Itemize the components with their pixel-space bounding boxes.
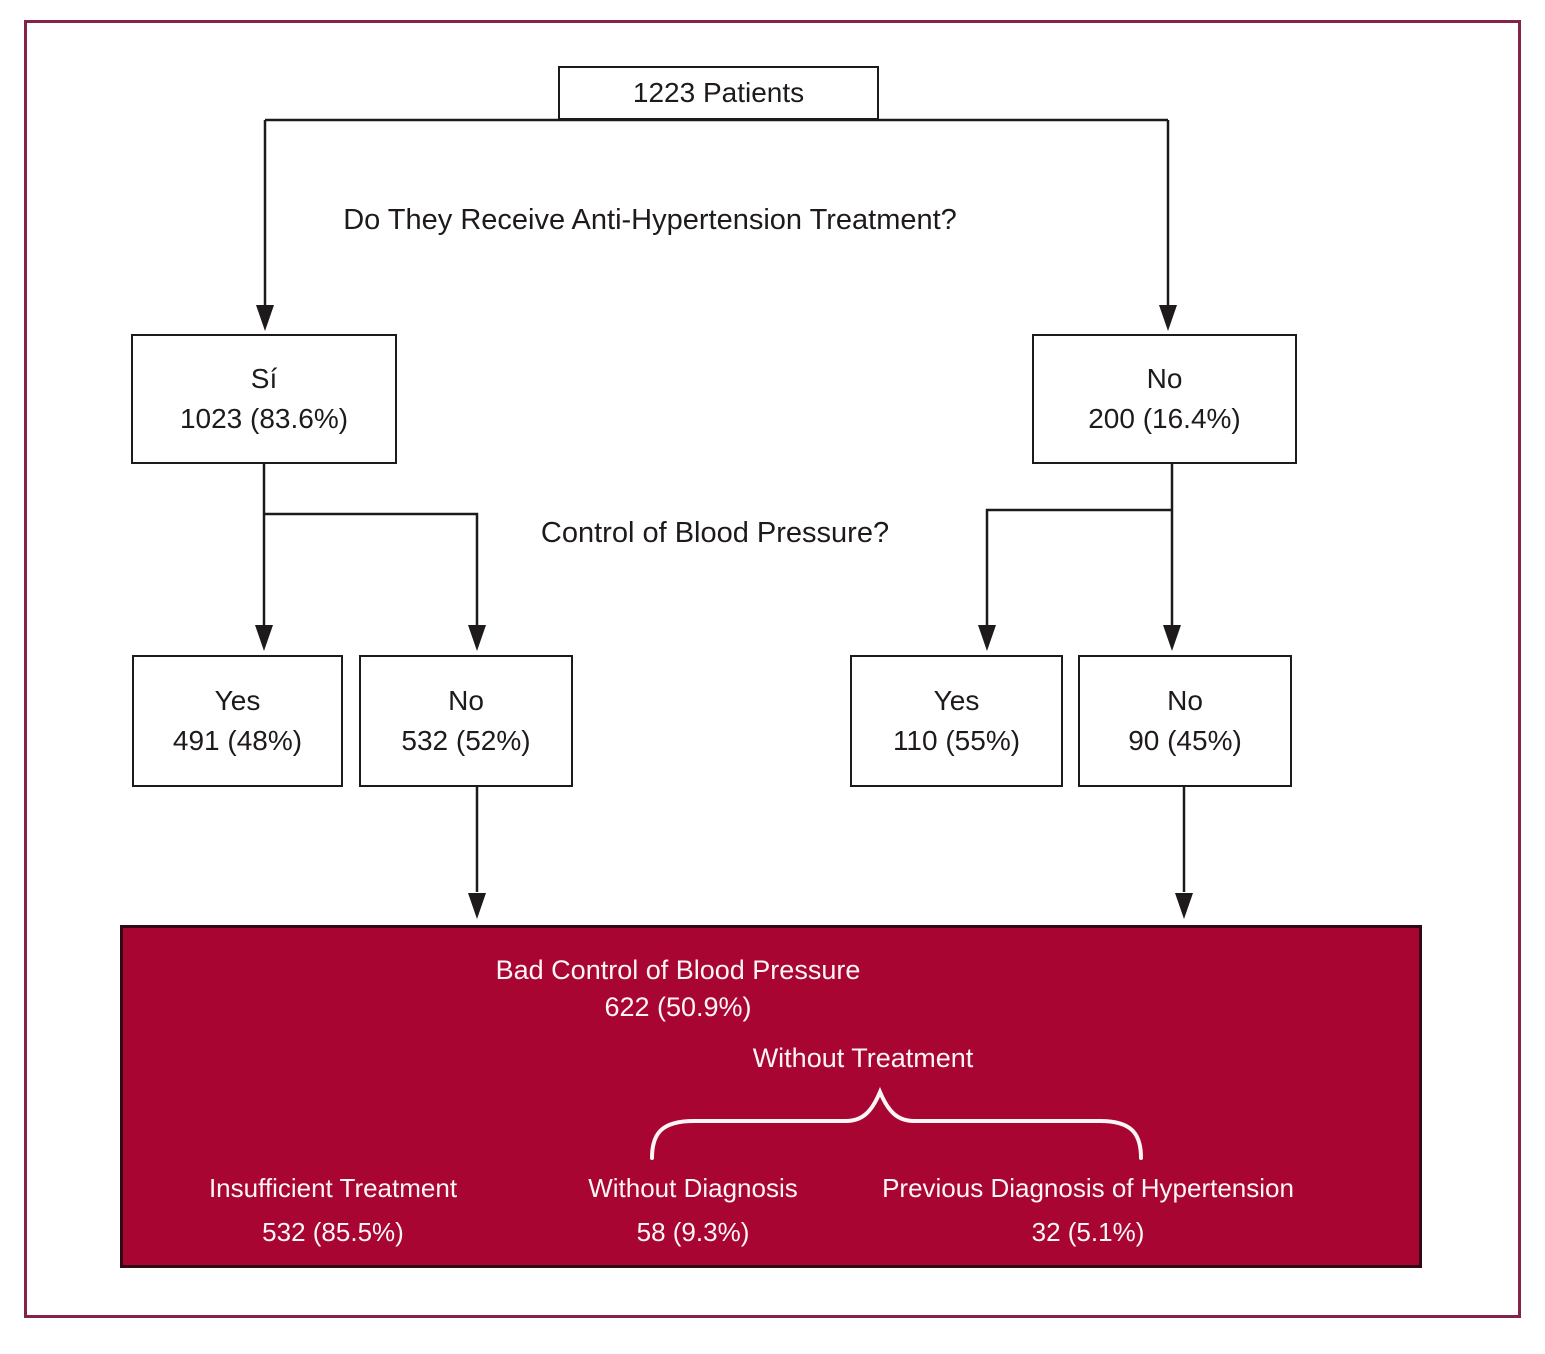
node-answer: Yes — [214, 685, 261, 716]
without-treatment-label: Without Treatment — [752, 1043, 974, 1073]
root-label: 1223 Patients — [632, 77, 805, 108]
outcome-panel: Bad Control of Blood Pressure 622 (50.9%… — [120, 925, 1422, 1268]
node-answer: Sí — [250, 363, 278, 394]
group-label: Without Diagnosis — [588, 1173, 798, 1203]
outcome-value: 622 (50.9%) — [604, 992, 752, 1022]
outcome-title: Bad Control of Blood Pressure — [495, 955, 861, 985]
question-treatment: Do They Receive Anti-Hypertension Treatm… — [343, 204, 957, 236]
outcome-title-block: Bad Control of Blood Pressure 622 (50.9%… — [123, 952, 1233, 1026]
node-treated: Sí 1023 (83.6%) — [131, 334, 397, 464]
node-untreated: No 200 (16.4%) — [1032, 334, 1297, 464]
node-value: 110 (55%) — [892, 725, 1021, 756]
group-label: Insufficient Treatment — [208, 1173, 458, 1203]
node-value: 491 (48%) — [172, 725, 303, 756]
group-value: 32 (5.1%) — [1031, 1217, 1145, 1247]
node-value: 1023 (83.6%) — [179, 403, 349, 434]
node-answer: No — [1146, 363, 1183, 394]
group-without-diagnosis: Without Diagnosis 58 (9.3%) — [513, 1166, 873, 1254]
node-value: 90 (45%) — [1128, 725, 1242, 756]
node-root-patients: 1223 Patients — [558, 66, 879, 120]
node-untreated-uncontrolled: No 90 (45%) — [1078, 655, 1292, 787]
node-treated-controlled: Yes 491 (48%) — [132, 655, 343, 787]
group-label: Previous Diagnosis of Hypertension — [882, 1173, 1294, 1203]
node-answer: Yes — [933, 685, 980, 716]
group-previous-diagnosis: Previous Diagnosis of Hypertension 32 (5… — [848, 1166, 1328, 1254]
group-insufficient-treatment: Insufficient Treatment 532 (85.5%) — [123, 1166, 543, 1254]
node-treated-uncontrolled: No 532 (52%) — [359, 655, 573, 787]
group-value: 58 (9.3%) — [636, 1217, 750, 1247]
page-frame-border — [24, 20, 1521, 1318]
question-control: Control of Blood Pressure? — [540, 517, 890, 549]
node-value: 532 (52%) — [401, 725, 531, 756]
group-value: 532 (85.5%) — [262, 1217, 404, 1247]
node-answer: No — [1167, 685, 1203, 716]
node-answer: No — [448, 685, 484, 716]
node-value: 200 (16.4%) — [1088, 403, 1241, 434]
node-untreated-controlled: Yes 110 (55%) — [850, 655, 1063, 787]
